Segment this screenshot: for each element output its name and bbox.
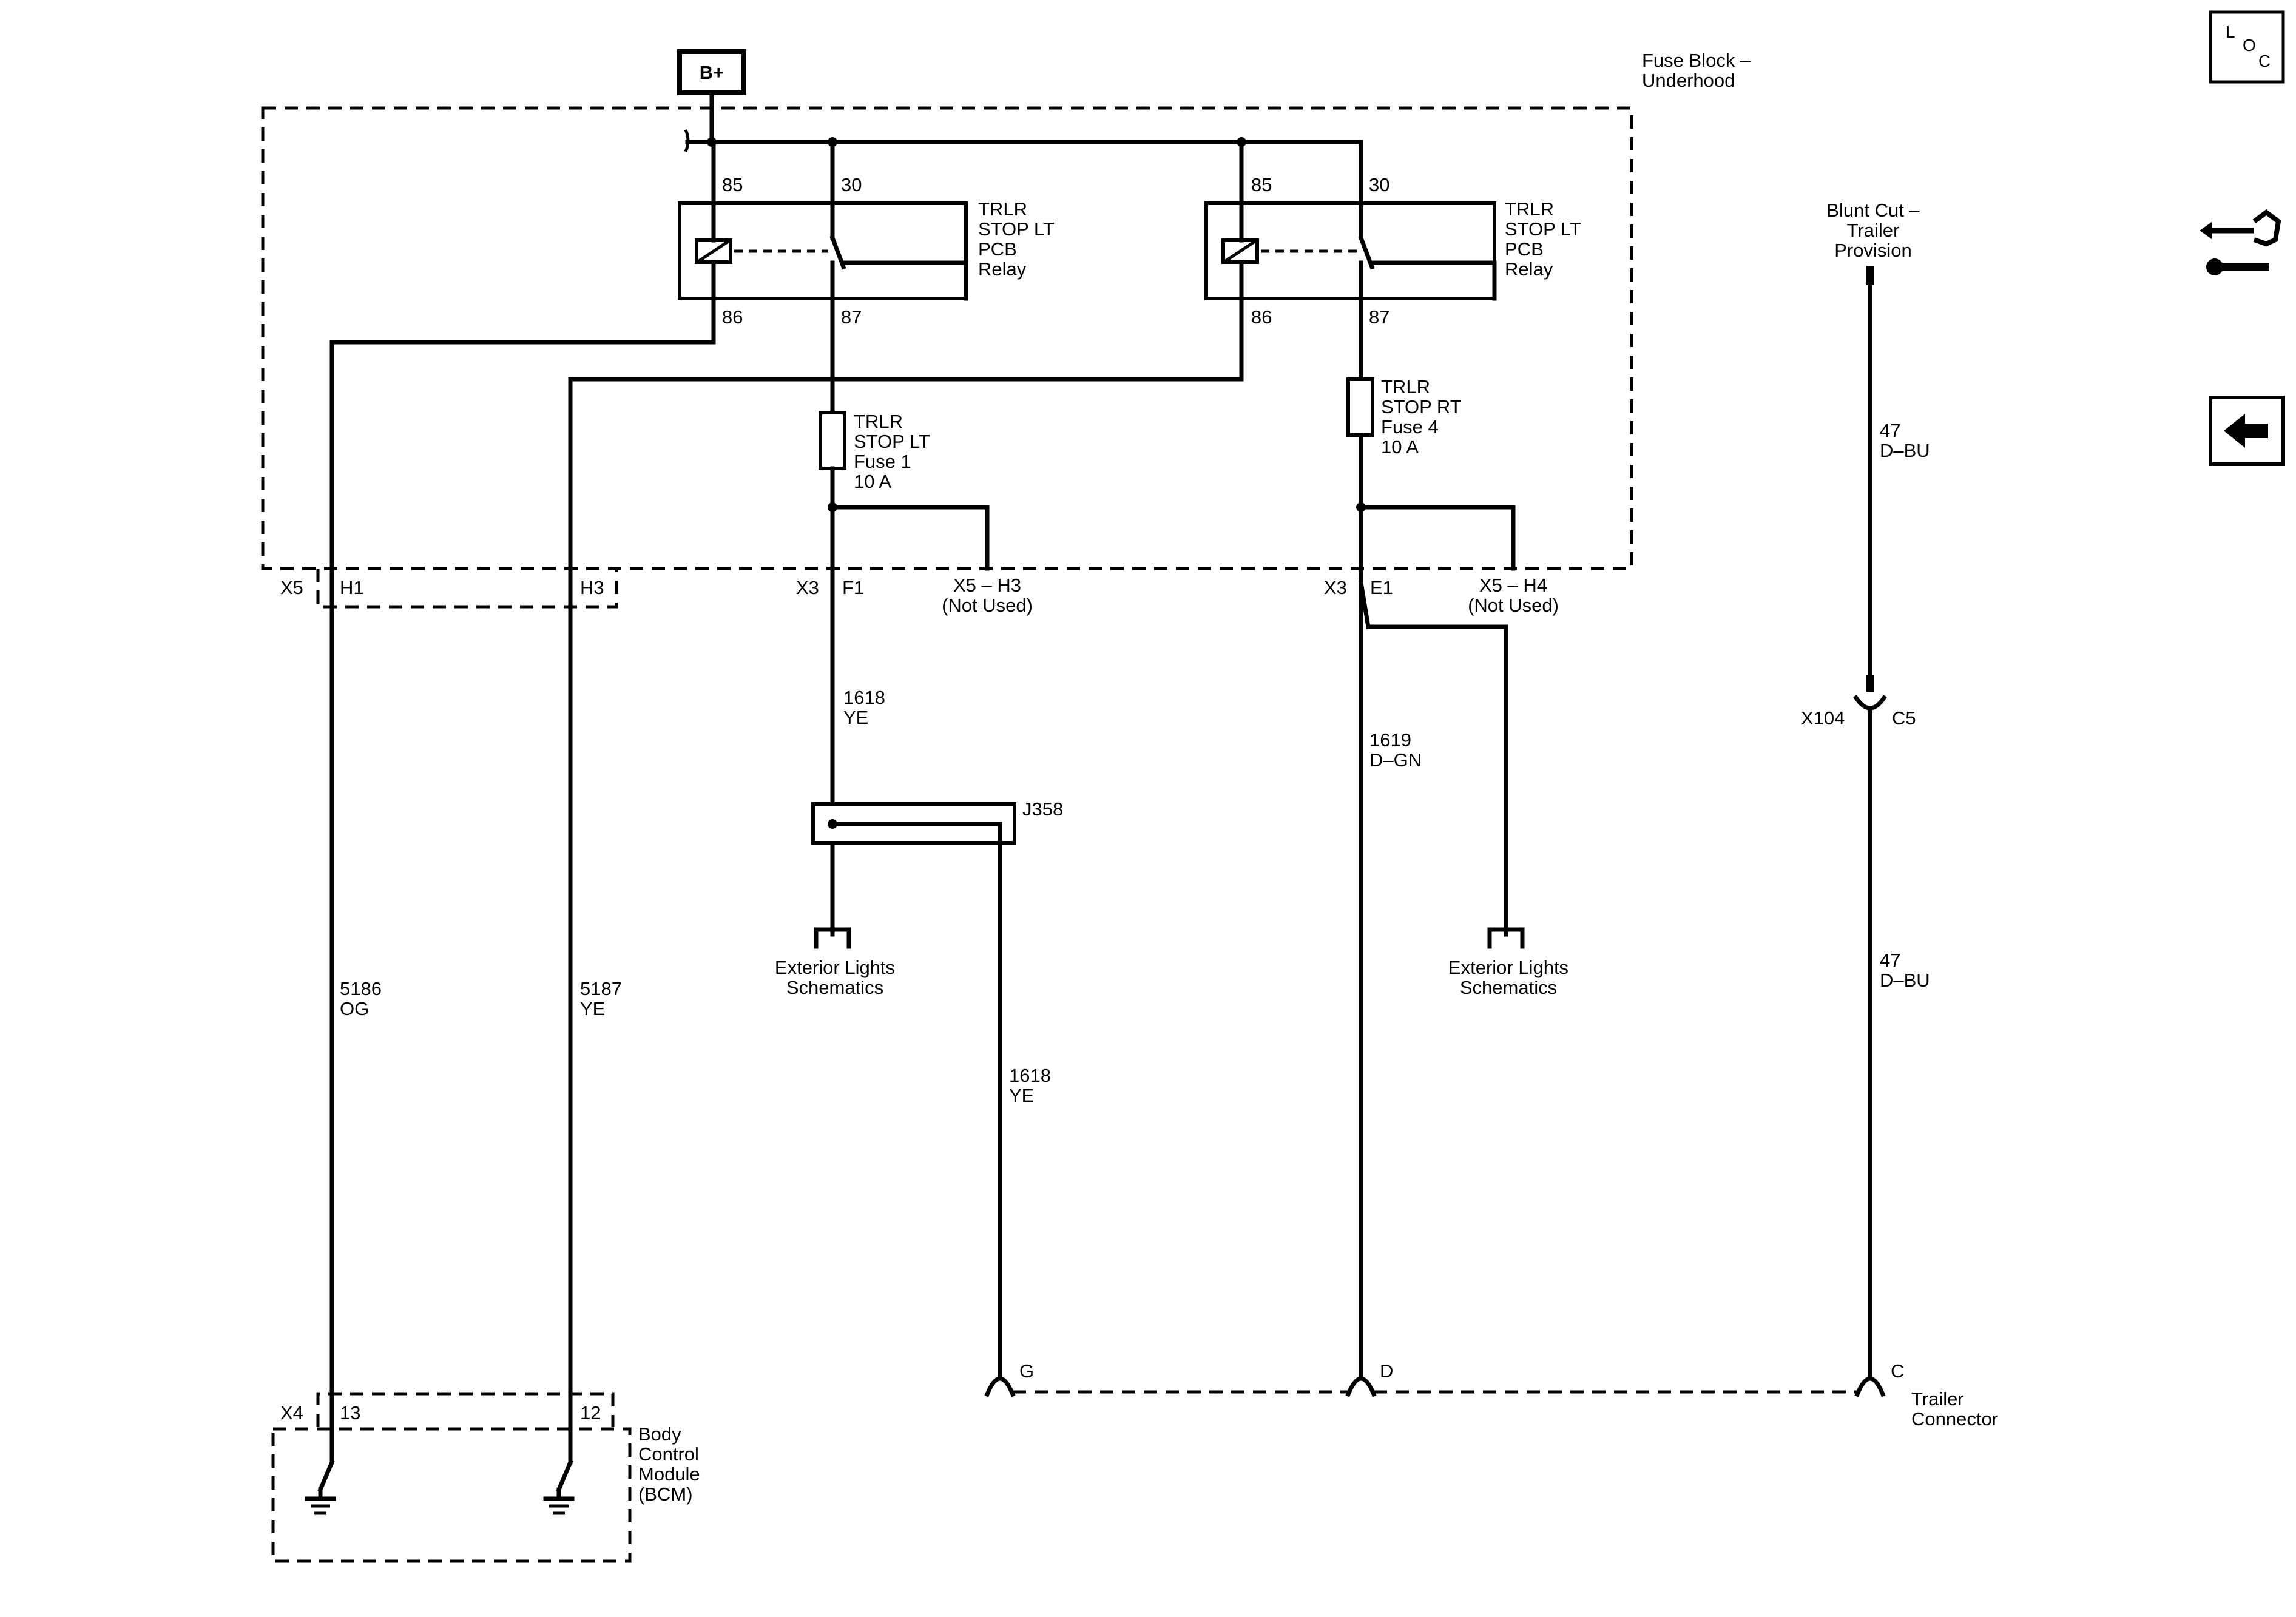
f1-label: F1 (842, 577, 864, 598)
j358-label: J358 (1022, 798, 1063, 820)
fuse-1 (819, 411, 846, 470)
w1619-color: D–GN (1369, 749, 1422, 771)
x3-left-label: X3 (796, 577, 819, 598)
back-arrow-icon[interactable] (2209, 396, 2285, 466)
w47a-color: D–BU (1880, 440, 1930, 461)
trailer-pin-d (1345, 1376, 1377, 1397)
trailer-g-label: G (1019, 1360, 1034, 1382)
w1618b-num: 1618 (1009, 1065, 1051, 1086)
w47b-num: 47 (1880, 950, 1900, 971)
ext-left-2: Schematics (786, 977, 883, 998)
relay-right-pin30: 30 (1369, 174, 1389, 195)
ext-right-1: Exterior Lights (1448, 957, 1568, 978)
fuse-left-4: 10 A (854, 471, 891, 492)
trailer-d-label: D (1380, 1360, 1393, 1382)
blunt-cut-1: Blunt Cut – (1826, 200, 1920, 221)
bcm-2: Control (638, 1443, 699, 1465)
trailer-pin-c (1854, 1376, 1886, 1397)
w1619-num: 1619 (1369, 729, 1411, 751)
fuse-block-title-2: Underhood (1642, 70, 1735, 91)
relay-left-name-4: Relay (978, 258, 1027, 280)
trailer-connector-2: Connector (1911, 1408, 1998, 1430)
fuse-left-2: STOP LT (854, 431, 930, 452)
pin13-label: 13 (340, 1402, 360, 1423)
w1618a-color: YE (843, 707, 868, 728)
bcm-4: (BCM) (638, 1484, 693, 1505)
relay-left-name-2: STOP LT (978, 218, 1055, 240)
x5-label: X5 (280, 577, 303, 598)
w5187-color: YE (580, 998, 605, 1019)
w47a-num: 47 (1880, 420, 1900, 441)
relay-right-name-4: Relay (1505, 258, 1553, 280)
relay-right-pin85: 85 (1251, 174, 1272, 195)
relay-right-name-1: TRLR (1505, 198, 1554, 220)
x4-label: X4 (280, 1402, 303, 1423)
not-used-1: (Not Used) (942, 595, 1033, 616)
x5-h4-label: X5 – H4 (1479, 575, 1547, 596)
svg-text:L: L (2226, 22, 2235, 41)
relay-left-pin86: 86 (722, 306, 743, 328)
connector-wrench-icon[interactable] (2200, 209, 2281, 275)
fuse-left-3: Fuse 1 (854, 451, 911, 472)
h1-label: H1 (340, 577, 364, 598)
fuse-left-1: TRLR (854, 411, 903, 432)
svg-text:C: C (2258, 52, 2271, 70)
ext-left-1: Exterior Lights (775, 957, 895, 978)
blunt-cut-2: Trailer (1847, 220, 1900, 241)
fuse-right-2: STOP RT (1381, 396, 1462, 417)
fuse-right-4: 10 A (1381, 436, 1419, 457)
fuse-block-boundary (261, 106, 1633, 570)
blunt-cut-3: Provision (1834, 240, 1912, 261)
relay-left-pin85: 85 (722, 174, 743, 195)
x104-label: X104 (1801, 707, 1845, 729)
b-plus-label: B+ (700, 62, 724, 83)
fuse-4 (1346, 377, 1374, 437)
bcm-1: Body (638, 1423, 681, 1445)
ext-right-2: Schematics (1460, 977, 1557, 998)
fuse-right-1: TRLR (1381, 376, 1430, 397)
bcm-3: Module (638, 1463, 700, 1485)
e1-label: E1 (1370, 577, 1393, 598)
relay-right-name-3: PCB (1505, 238, 1544, 260)
trailer-connector-1: Trailer (1911, 1388, 1964, 1409)
relay-right-pin86: 86 (1251, 306, 1272, 328)
w47b-color: D–BU (1880, 970, 1930, 991)
w5186-color: OG (340, 998, 369, 1019)
relay-left-pin30: 30 (841, 174, 862, 195)
w5187-num: 5187 (580, 978, 622, 999)
relay-right-name-2: STOP LT (1505, 218, 1581, 240)
bcm-boundary (271, 1427, 632, 1563)
trailer-pin-g (984, 1376, 1016, 1397)
h3-label: H3 (580, 577, 604, 598)
w1618a-num: 1618 (843, 687, 885, 708)
svg-text:O: O (2243, 36, 2256, 55)
x3-right-label: X3 (1324, 577, 1347, 598)
x5-h3-label: X5 – H3 (953, 575, 1021, 596)
relay-left-name-1: TRLR (978, 198, 1027, 220)
pin12-label: 12 (580, 1402, 601, 1423)
relay-left-name-3: PCB (978, 238, 1017, 260)
not-used-2: (Not Used) (1468, 595, 1559, 616)
fuse-block-title-1: Fuse Block – (1642, 50, 1751, 71)
relay-right-pin87: 87 (1369, 306, 1389, 328)
c5-label: C5 (1892, 707, 1916, 729)
relay-left-pin87: 87 (841, 306, 862, 328)
location-icon[interactable]: L O C (2209, 10, 2285, 84)
fuse-right-3: Fuse 4 (1381, 416, 1439, 437)
w5186-num: 5186 (340, 978, 382, 999)
trailer-c-label: C (1891, 1360, 1904, 1382)
w1618b-color: YE (1009, 1085, 1034, 1106)
